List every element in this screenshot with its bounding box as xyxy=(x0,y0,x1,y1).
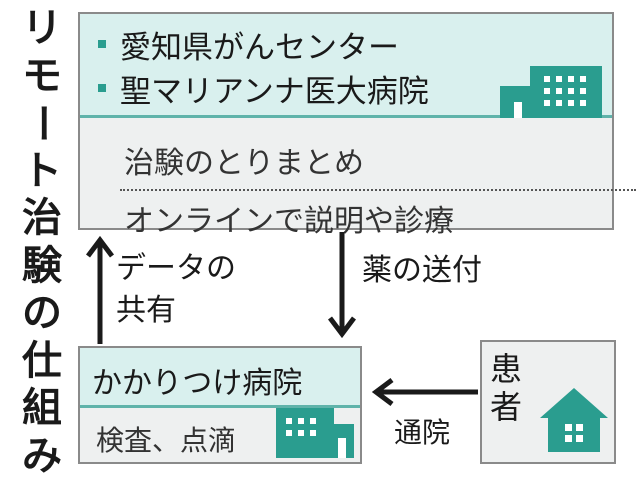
down-arrow xyxy=(328,232,356,339)
hospitals-header: 愛知県がんセンター 聖マリアンナ医大病院 xyxy=(80,14,612,118)
data-sharing-label: データの xyxy=(116,251,236,286)
family-hospital-title: かかりつけ病院 xyxy=(92,366,303,401)
title-char: 験 xyxy=(22,242,62,289)
family-hospital-header: かかりつけ病院 xyxy=(80,348,360,408)
left-arrow xyxy=(371,378,478,406)
title-char: ト xyxy=(22,147,62,194)
title-char: の xyxy=(22,290,62,337)
up-arrow xyxy=(86,235,114,344)
home-icon xyxy=(540,388,608,452)
hospital-visit-label: 通院 xyxy=(394,416,451,449)
drug-delivery-label: 薬の送付 xyxy=(362,253,482,288)
hospital-item: 愛知県がんセンター xyxy=(98,24,399,66)
title-char: み xyxy=(22,432,62,479)
hospital-item: 聖マリアンナ医大病院 xyxy=(98,68,429,110)
bullet-icon xyxy=(98,84,106,92)
title-char: 仕 xyxy=(22,337,62,384)
data-sharing-label: 共有 xyxy=(116,293,176,328)
coordinating-hospitals-box: 愛知県がんセンター 聖マリアンナ医大病院 治験のとりまとめ オンラインで説明や診… xyxy=(78,12,636,239)
title-char: リ xyxy=(22,5,62,51)
patient-box: 患 者 xyxy=(480,340,616,464)
family-hospital-box: かかりつけ病院 検査、点滴 xyxy=(78,346,362,464)
hospital-building-icon xyxy=(500,66,602,118)
hospital-name: 聖マリアンナ医大病院 xyxy=(120,73,429,110)
dotted-divider xyxy=(120,189,636,191)
clinic-building-icon xyxy=(276,408,354,458)
patient-label-char: 者 xyxy=(490,388,523,426)
hospital-name: 愛知県がんセンター xyxy=(120,29,399,66)
diagram-title: リ モ ー ト 治 験 の 仕 組 み xyxy=(14,8,70,476)
patient-label: 患 者 xyxy=(490,350,526,426)
title-char: 治 xyxy=(22,195,62,242)
title-char: モ xyxy=(22,52,62,99)
bullet-icon xyxy=(98,40,106,48)
title-char: 組 xyxy=(22,385,62,432)
role-coordination: 治験のとりまとめ xyxy=(124,146,364,181)
family-hospital-services: 検査、点滴 xyxy=(96,424,237,457)
patient-label-char: 患 xyxy=(490,350,523,388)
role-online-consultation: オンラインで説明や診療 xyxy=(124,204,454,239)
